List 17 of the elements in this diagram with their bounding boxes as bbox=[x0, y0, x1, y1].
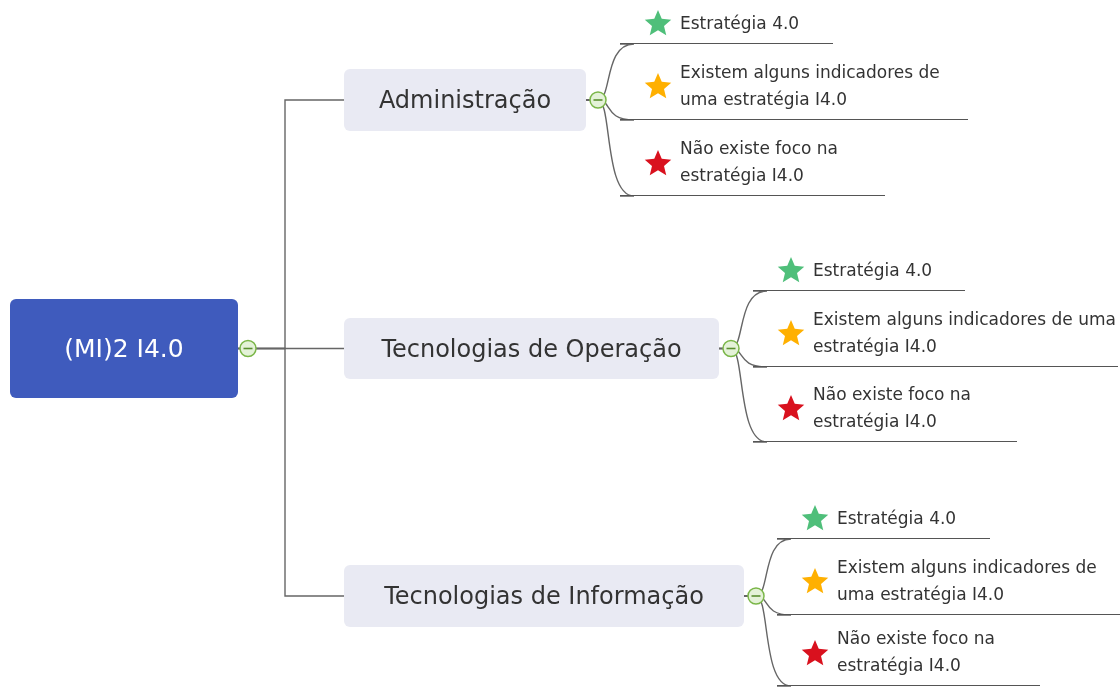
central-topic-box: (MI)2 I4.0 bbox=[10, 299, 238, 398]
subtopic-text: Estratégia 4.0 bbox=[620, 8, 833, 44]
subtopic-text: Estratégia 4.0 bbox=[777, 503, 990, 539]
topic-box: Administração bbox=[344, 69, 586, 131]
connector-line bbox=[718, 347, 768, 443]
topic-box: Tecnologias de Informação bbox=[344, 565, 744, 627]
subtopic-text: Não existe foco na estratégia I4.0 bbox=[753, 380, 1017, 442]
connector-line bbox=[237, 347, 345, 597]
subtopic-text: Existem alguns indicadores de uma estratégia I4.0 bbox=[753, 305, 1118, 367]
subtopic-text: Existem alguns indicadores de uma estratégia I4.0 bbox=[777, 553, 1120, 615]
subtopic-text: Existem alguns indicadores de uma estratégia I4.0 bbox=[620, 58, 968, 120]
connector-line bbox=[585, 99, 635, 197]
connector-line bbox=[743, 595, 792, 687]
subtopic-text: Não existe foco na estratégia I4.0 bbox=[777, 625, 1040, 686]
subtopic-text: Não existe foco na estratégia I4.0 bbox=[620, 135, 885, 196]
subtopic-text: Estratégia 4.0 bbox=[753, 255, 965, 291]
topic-box: Tecnologias de Operação bbox=[344, 318, 719, 379]
